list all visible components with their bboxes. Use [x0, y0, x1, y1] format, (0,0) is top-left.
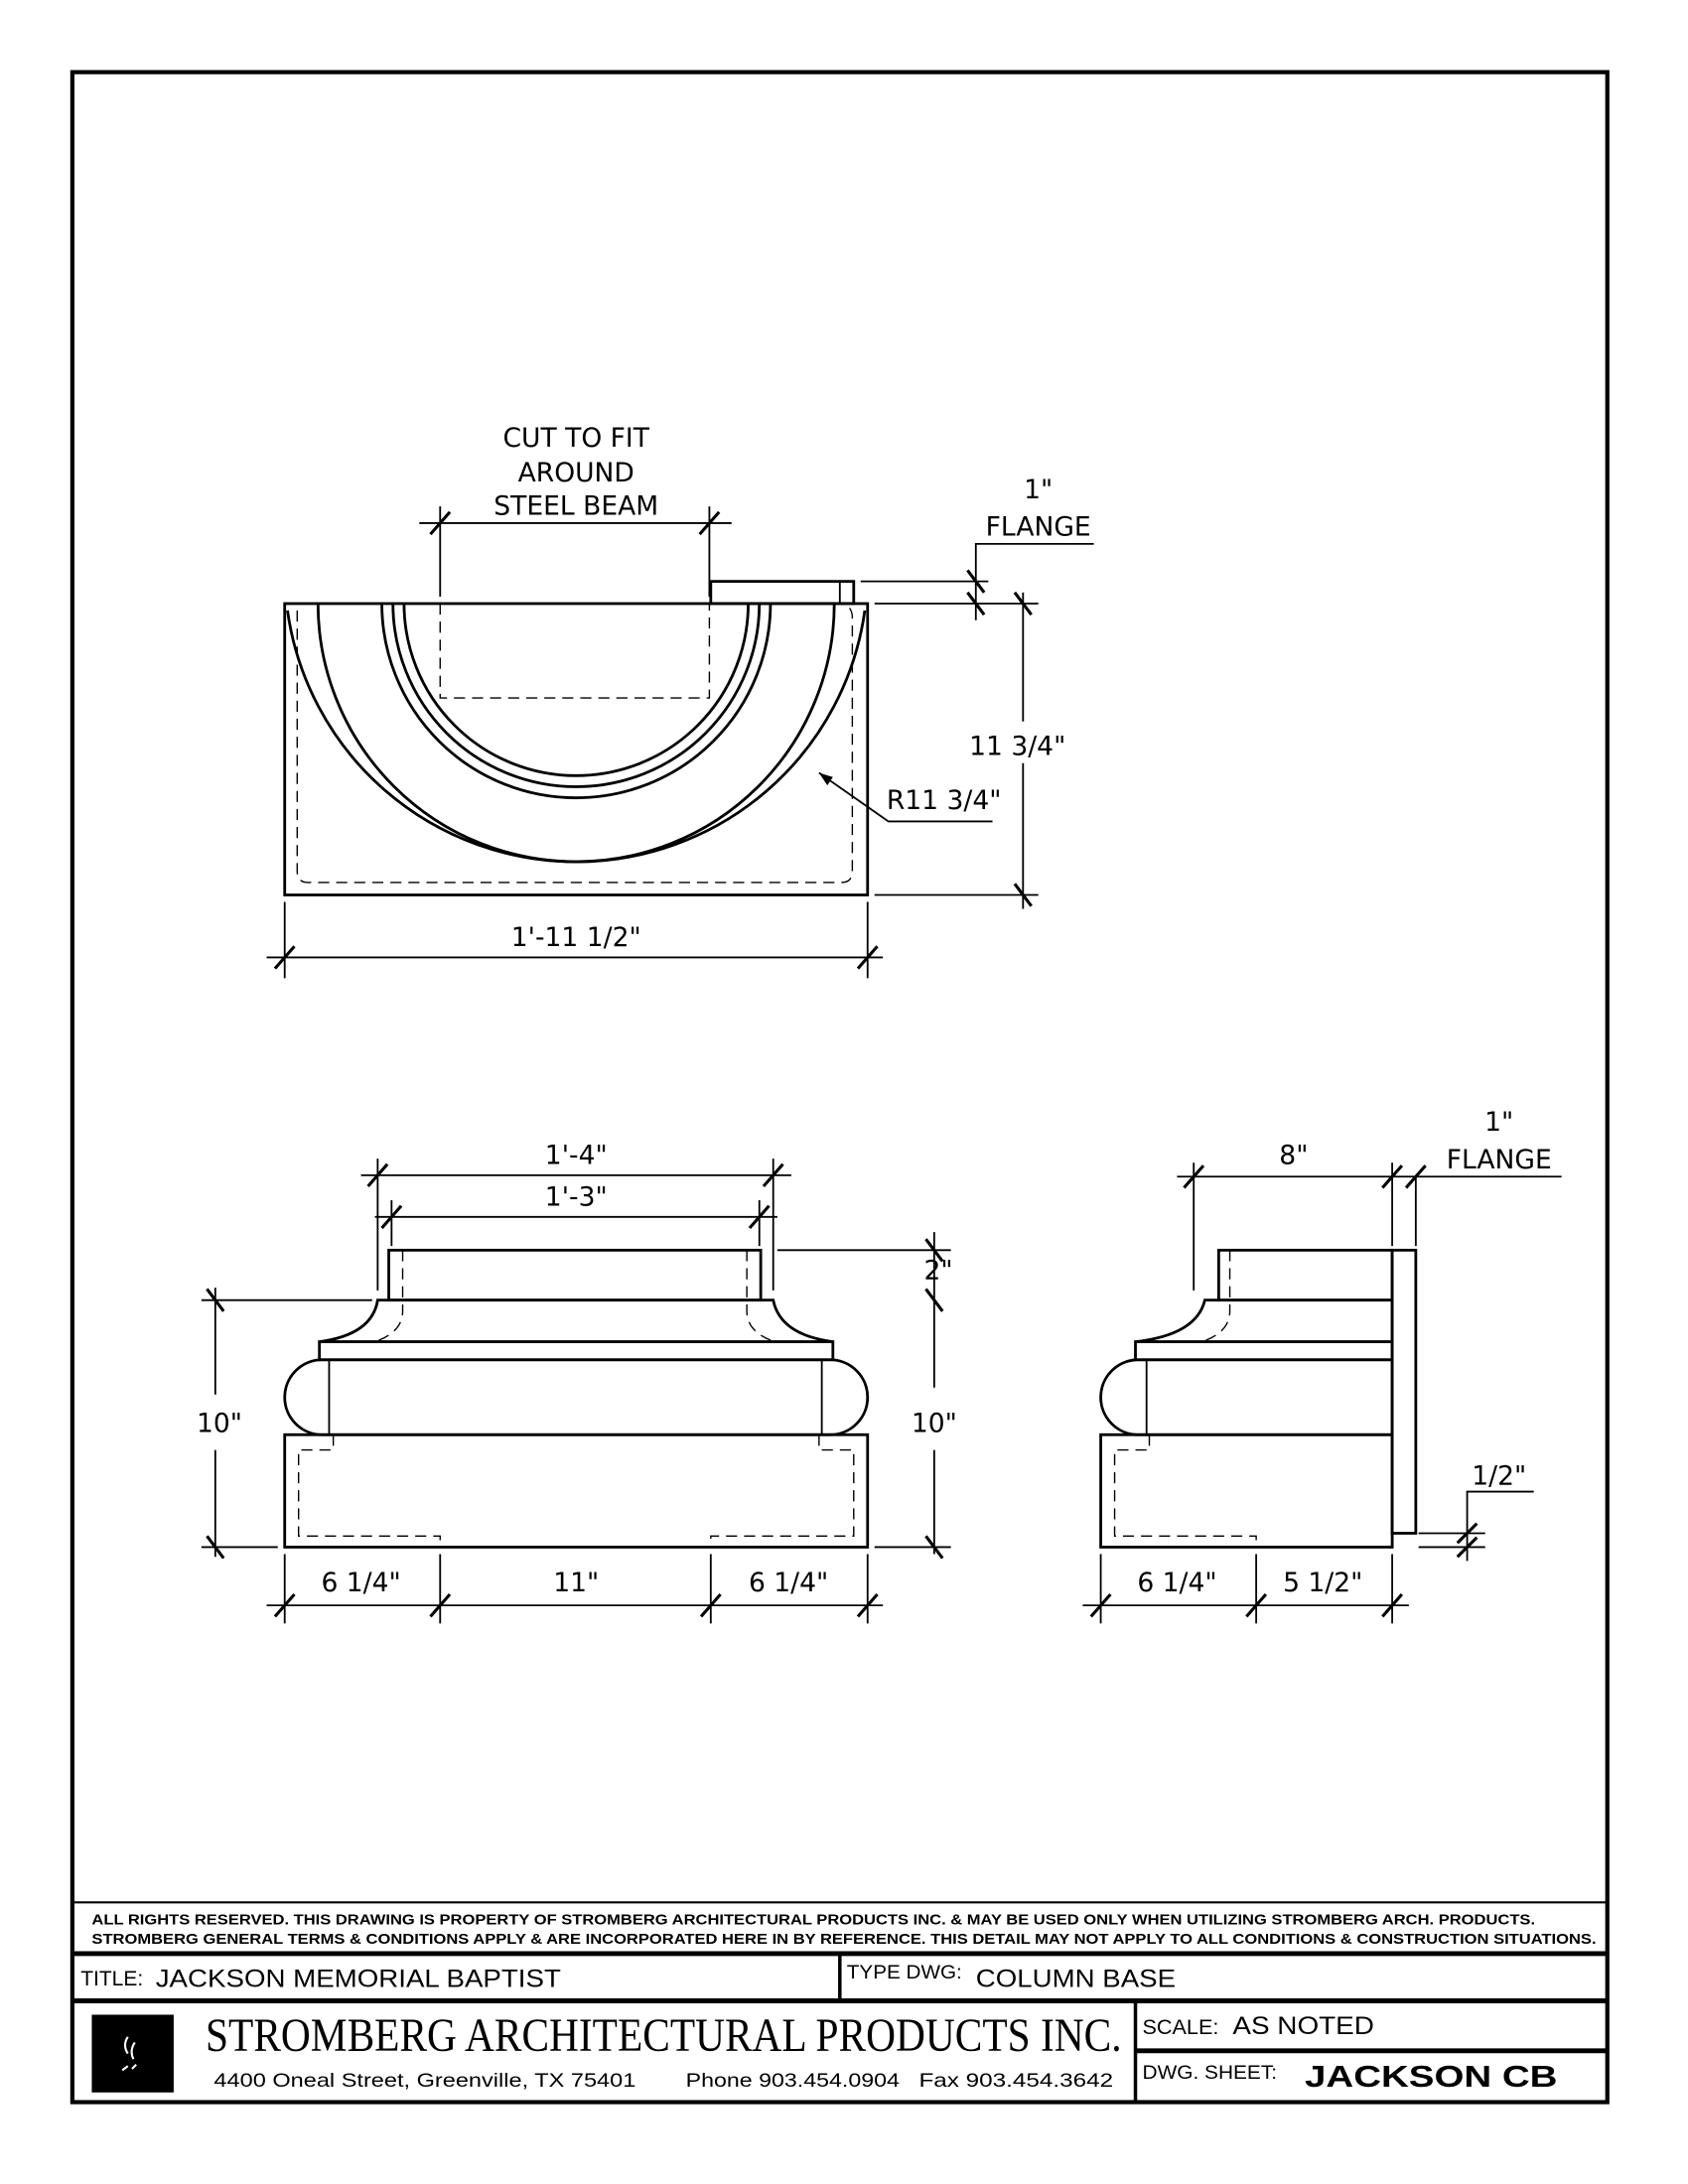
- front-bottom-mid: 11": [553, 1568, 599, 1598]
- side-bottom-right: 5 1/2": [1283, 1568, 1362, 1598]
- type-dwg-value: COLUMN BASE: [976, 1966, 1176, 1993]
- title-block: ALL RIGHTS RESERVED. THIS DRAWING IS PRO…: [71, 1901, 1608, 2103]
- plan-flange-dim: 1": [1024, 475, 1053, 505]
- company-fax: Fax 903.454.3642: [918, 2070, 1113, 2092]
- company-name: STROMBERG ARCHITECTURAL PRODUCTS INC.: [206, 2010, 1121, 2062]
- scale-value: AS NOTED: [1232, 2012, 1374, 2040]
- plan-view: CUT TO FIT AROUND STEEL BEAM 1" FLANGE 1…: [266, 423, 1094, 979]
- side-bottom-left: 6 1/4": [1137, 1568, 1216, 1598]
- plan-outline: [283, 602, 870, 896]
- cut-note-line2: AROUND: [518, 458, 634, 488]
- flange-plate: [1390, 1248, 1418, 1535]
- title-label: TITLE:: [80, 1968, 143, 1990]
- torus-molding: [283, 1358, 870, 1436]
- plan-hidden-outline: [296, 603, 854, 884]
- cut-note-line1: CUT TO FIT: [502, 423, 649, 454]
- plinth: [283, 1433, 870, 1549]
- sheet-value: JACKSON CB: [1305, 2059, 1557, 2094]
- side-plate-dim: 1/2": [1472, 1461, 1526, 1492]
- plan-width-dim: 1'-11 1/2": [511, 922, 641, 953]
- front-top-dim-outer: 1'-4": [545, 1141, 608, 1171]
- plan-height-dim: 11 3/4": [969, 731, 1065, 761]
- side-flange-label: FLANGE: [1447, 1145, 1552, 1175]
- side-top-dim: 8": [1279, 1141, 1308, 1171]
- front-height-right: 10": [912, 1408, 957, 1438]
- company-logo: [91, 2014, 174, 2093]
- cut-note-line3: STEEL BEAM: [493, 491, 658, 522]
- title-value: JACKSON MEMORIAL BAPTIST: [156, 1966, 561, 1993]
- front-elevation: 1'-4" 1'-3" 2" 10" 10" 6 1/4" 11" 6 1/4": [197, 1141, 957, 1624]
- front-bottom-left: 6 1/4": [321, 1568, 400, 1598]
- side-elevation: 8" 1" FLANGE 1/2" 6 1/4" 5 1/2": [1082, 1107, 1562, 1624]
- plan-outer-arc: [286, 610, 867, 864]
- front-top-dim-inner: 1'-3": [545, 1182, 608, 1213]
- front-bottom-right: 6 1/4": [749, 1568, 828, 1598]
- plan-radius-dim: R11 3/4": [887, 785, 1002, 816]
- sheet-border: [70, 69, 1610, 2105]
- scale-label: SCALE:: [1143, 2016, 1219, 2039]
- steel-beam-cutout: [439, 604, 711, 699]
- front-height-left: 10": [197, 1408, 242, 1438]
- plan-flange: [709, 580, 856, 606]
- company-address: 4400 Oneal Street, Greenville, TX 75401: [213, 2070, 635, 2092]
- sheet-label: DWG. SHEET:: [1143, 2062, 1278, 2084]
- notice-line-2: STROMBERG GENERAL TERMS & CONDITIONS APP…: [91, 1932, 1596, 1948]
- side-flange-dim: 1": [1484, 1107, 1513, 1138]
- type-dwg-label: TYPE DWG:: [847, 1962, 962, 1983]
- plan-flange-label: FLANGE: [986, 512, 1091, 543]
- company-phone: Phone 903.454.0904: [686, 2070, 900, 2092]
- front-cap-dim: 2": [923, 1256, 952, 1287]
- notice-line-1: ALL RIGHTS RESERVED. THIS DRAWING IS PRO…: [91, 1913, 1535, 1929]
